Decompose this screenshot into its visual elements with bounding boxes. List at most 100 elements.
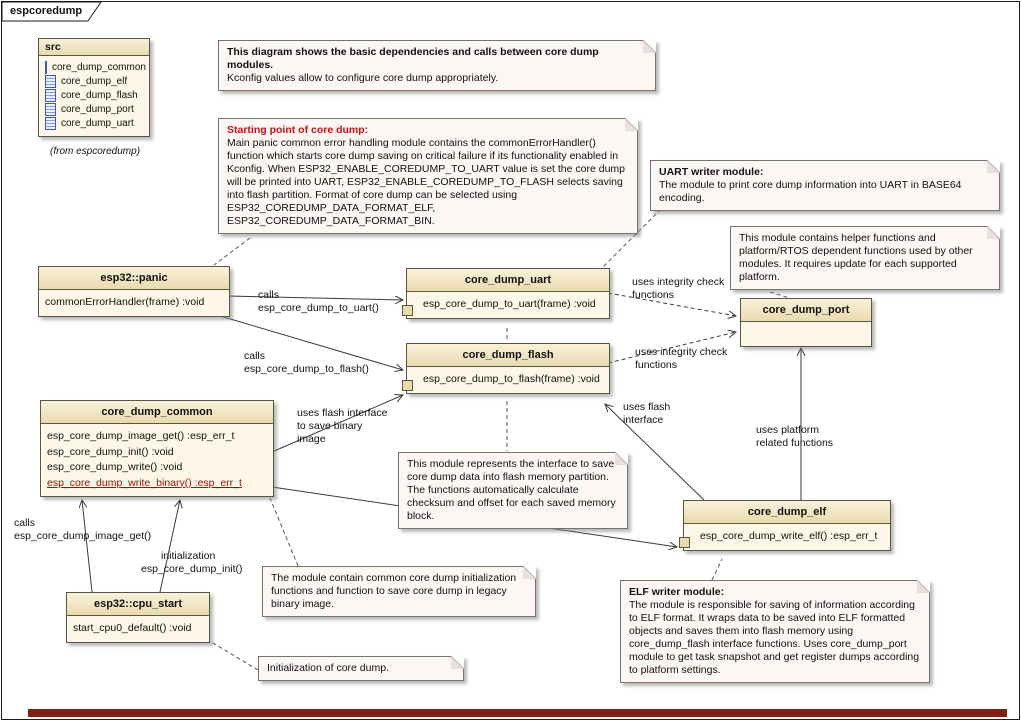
- edge-label-line: calls: [14, 517, 36, 529]
- port-square-icon: [402, 380, 413, 391]
- class-esp32-cpu-start: esp32::cpu_start start_cpu0_default() :v…: [66, 592, 210, 643]
- class-esp32-panic: esp32::panic commonErrorHandler(frame) :…: [38, 266, 230, 317]
- edge-label-line: esp_core_dump_to_uart(): [258, 302, 379, 314]
- class-method: esp_core_dump_write() :void: [47, 461, 183, 473]
- edge-label-line: image: [297, 433, 326, 445]
- edge-label-flash-save: uses flash interface to save binary imag…: [297, 407, 387, 446]
- note-elf-writer: ELF writer module: The module is respons…: [620, 580, 930, 683]
- edge-label-line: related functions: [756, 437, 834, 449]
- package-item-label: core_dump_elf: [61, 75, 128, 87]
- package-item: core_dump_elf: [45, 74, 145, 88]
- note-fold-icon: [451, 656, 464, 669]
- port-square-icon: [402, 305, 413, 316]
- class-core-dump-elf: core_dump_elf esp_core_dump_write_elf() …: [679, 500, 891, 551]
- package-item-label: core_dump_common: [52, 61, 146, 73]
- class-method: esp_core_dump_to_flash(frame) :void: [423, 373, 600, 385]
- edge-label-platform-use: uses platform related functions: [756, 424, 833, 450]
- edge-label-line: uses integrity check: [635, 346, 728, 358]
- class-name: core_dump_port: [741, 299, 871, 322]
- note-title: ELF writer module:: [629, 586, 725, 598]
- class-core-dump-common: core_dump_common esp_core_dump_image_get…: [40, 400, 274, 497]
- class-core-dump-flash: core_dump_flash esp_core_dump_to_flash(f…: [402, 343, 610, 394]
- edge-label-line: interface: [623, 414, 664, 426]
- note-uart-writer: UART writer module: The module to print …: [650, 160, 1000, 211]
- edge-label-line: calls: [244, 350, 266, 362]
- file-icon: [45, 116, 56, 130]
- note-title: UART writer module:: [659, 166, 764, 178]
- class-method: commonErrorHandler(frame) :void: [45, 296, 205, 308]
- edge-label-line: esp_core_dump_init(): [141, 563, 243, 575]
- package-item: core_dump_uart: [45, 116, 145, 130]
- package-item: core_dump_port: [45, 102, 145, 116]
- package-item-label: core_dump_flash: [61, 89, 138, 101]
- note-fold-icon: [523, 566, 536, 579]
- package-item-label: core_dump_uart: [61, 117, 134, 129]
- note-body: Main panic common error handling module …: [227, 137, 626, 227]
- note-body: The module contain common core dump init…: [271, 572, 517, 610]
- note-fold-icon: [615, 452, 628, 465]
- port-square-icon: [679, 537, 690, 548]
- note-title: This diagram shows the basic dependencie…: [227, 46, 599, 71]
- edge-label-line: uses flash interface: [297, 407, 388, 419]
- class-method: start_cpu0_default() :void: [73, 622, 192, 634]
- note-fold-icon: [643, 40, 656, 53]
- note-fold-icon: [625, 118, 638, 131]
- edge-label-line: esp_core_dump_to_flash(): [244, 363, 369, 375]
- class-name: esp32::cpu_start: [67, 593, 209, 616]
- class-method: esp_core_dump_image_get() :esp_err_t: [47, 430, 235, 442]
- edge-label-to-flash: calls esp_core_dump_to_flash(): [244, 350, 369, 376]
- package-item-label: core_dump_port: [61, 103, 134, 115]
- package-src: src core_dump_common core_dump_elf core_…: [38, 38, 150, 137]
- class-method: esp_core_dump_to_uart(frame) :void: [423, 298, 596, 310]
- edge-label-flash-use: uses flash interface: [623, 401, 670, 427]
- class-method: esp_core_dump_write_elf() :esp_err_t: [700, 530, 878, 542]
- edge-label-line: uses flash: [623, 401, 671, 413]
- note-fold-icon: [917, 580, 930, 593]
- edge-label-line: to save binary: [297, 420, 363, 432]
- edge-label-line: uses platform: [756, 424, 820, 436]
- note-overview: This diagram shows the basic dependencie…: [218, 40, 656, 91]
- note-fold-icon: [987, 160, 1000, 173]
- edge-label-line: functions: [635, 359, 678, 371]
- class-name: core_dump_common: [41, 401, 273, 424]
- note-initialization: Initialization of core dump.: [258, 656, 464, 681]
- package-body: core_dump_common core_dump_elf core_dump…: [39, 56, 149, 136]
- edge-label-line: esp_core_dump_image_get(): [14, 530, 152, 542]
- class-name: core_dump_uart: [407, 269, 609, 292]
- package-item: core_dump_flash: [45, 88, 145, 102]
- note-body: This module represents the interface to …: [407, 458, 616, 522]
- class-name: core_dump_flash: [407, 344, 609, 367]
- edge-label-line: functions: [632, 289, 675, 301]
- edge-label-image-get: calls esp_core_dump_image_get(): [14, 517, 151, 543]
- package-name: src: [39, 39, 149, 56]
- edge-label-line: calls: [258, 289, 280, 301]
- frame-title: espcoredump: [10, 5, 83, 17]
- note-platform-helpers: This module contains helper functions an…: [730, 226, 1000, 290]
- note-body: The module to print core dump informatio…: [659, 179, 962, 204]
- file-icon: [45, 74, 56, 88]
- note-starting-point: Starting point of core dump: Main panic …: [218, 118, 638, 234]
- bottom-bar: [28, 709, 1007, 717]
- class-method-highlighted: esp_core_dump_write_binary() :esp_err_t: [47, 476, 242, 489]
- edge-label-line: uses integrity check: [632, 276, 725, 288]
- class-core-dump-uart: core_dump_uart esp_core_dump_to_uart(fra…: [402, 268, 610, 319]
- edge-label-integrity-uart: uses integrity check functions: [632, 276, 724, 302]
- note-body: The module is responsible for saving of …: [629, 599, 920, 676]
- note-fold-icon: [987, 226, 1000, 239]
- package-item: core_dump_common: [45, 60, 146, 74]
- class-name: core_dump_elf: [684, 501, 890, 524]
- edge-label-init-call: initialization esp_core_dump_init(): [141, 550, 243, 576]
- class-method: esp_core_dump_init() :void: [47, 445, 174, 458]
- note-body: This module contains helper functions an…: [739, 232, 973, 283]
- note-title: Starting point of core dump:: [227, 124, 369, 136]
- note-body: Kconfig values allow to configure core d…: [227, 72, 499, 84]
- class-name: esp32::panic: [39, 267, 229, 290]
- file-icon: [45, 102, 56, 116]
- edge-label-line: initialization: [161, 550, 216, 562]
- file-icon: [45, 88, 56, 102]
- file-icon: [45, 60, 47, 74]
- edge-label-to-uart: calls esp_core_dump_to_uart(): [258, 289, 379, 315]
- edge-label-integrity-flash: uses integrity check functions: [635, 346, 727, 372]
- note-body: Initialization of core dump.: [267, 662, 389, 674]
